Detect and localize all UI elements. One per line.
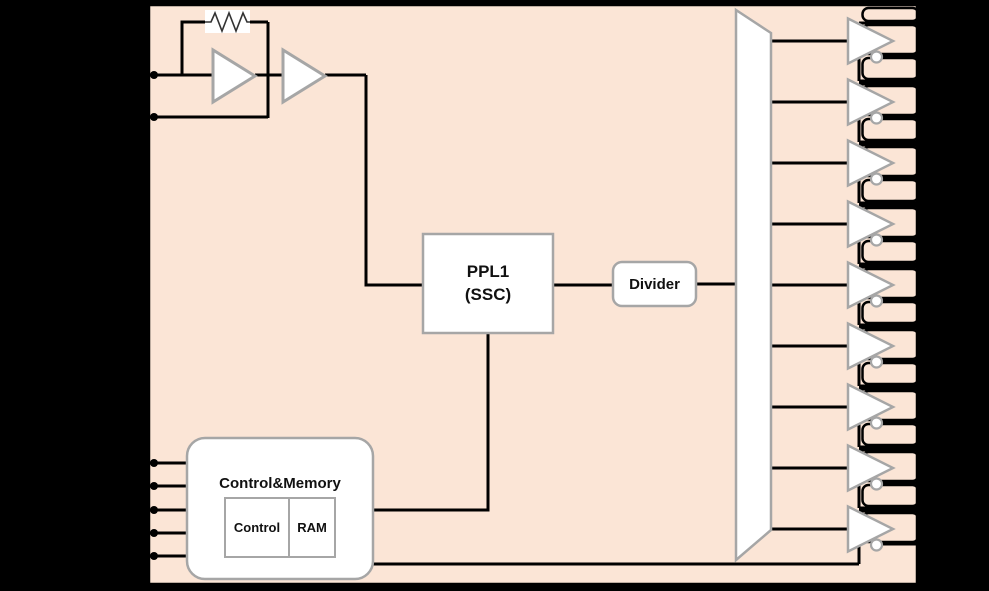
fanout-trapezoid-icon (734, 7, 773, 563)
inversion-bubble-icon (869, 294, 884, 308)
inversion-bubble-icon (869, 233, 884, 247)
divider-block (611, 260, 698, 308)
pin-dot (150, 529, 158, 537)
pin-tab (861, 239, 920, 264)
output-buffer-icon (846, 77, 896, 127)
control-sub-block (224, 497, 290, 558)
inversion-bubble-icon (869, 50, 884, 64)
output-buffer-icon (846, 260, 896, 310)
pin-tab (861, 300, 920, 325)
crystal-buffer-icon (281, 47, 328, 105)
inversion-bubble-icon (869, 416, 884, 430)
pin-tab (861, 56, 920, 81)
output-buffer-icon (846, 138, 896, 188)
pin-tab (861, 483, 920, 508)
ram-sub-block (288, 497, 336, 558)
pin-tab (861, 178, 920, 203)
output-buffer-icon (846, 199, 896, 249)
output-buffer-icon (846, 443, 896, 493)
pin-tab (861, 6, 920, 23)
pin-dot (150, 506, 158, 514)
pll1-block (421, 232, 555, 335)
pin-tab (861, 361, 920, 386)
inversion-bubble-icon (869, 477, 884, 491)
inversion-bubble-icon (869, 355, 884, 369)
pin-dot (150, 482, 158, 490)
inversion-bubble-icon (869, 538, 884, 552)
output-buffer-icon (846, 382, 896, 432)
pin-dot (150, 459, 158, 467)
resistor-zigzag-icon (205, 10, 250, 34)
pin-dot (150, 113, 158, 121)
output-buffer-icon (846, 321, 896, 371)
pin-dot (150, 71, 158, 79)
pin-tab (861, 422, 920, 447)
pin-tab (861, 117, 920, 142)
inversion-bubble-icon (869, 111, 884, 125)
output-buffer-icon (846, 504, 896, 554)
output-buffer-icon (846, 16, 896, 66)
inversion-bubble-icon (869, 172, 884, 186)
pin-dot (150, 552, 158, 560)
crystal-buffer-icon (211, 47, 258, 105)
